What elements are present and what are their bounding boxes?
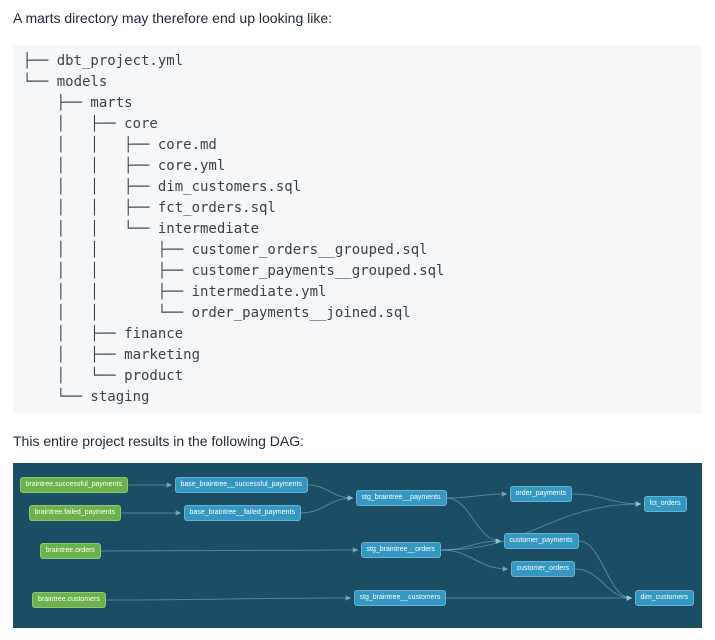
dag-edge-stg_payments-to-customer_payments [446, 497, 502, 544]
dag-node-src_customers: braintree.customers [32, 592, 106, 608]
dag-edge-base_successful_payments-to-stg_payments [307, 484, 354, 501]
tree-line: │ │ ├── fct_orders.sql [23, 200, 276, 216]
dag-node-src_orders: braintree.orders [39, 543, 101, 559]
intro-text: A marts directory may therefore end up l… [13, 10, 333, 26]
dag-image: braintree.successful_payments base_braint… [13, 463, 702, 628]
dag-edge-stg_orders-to-customer_orders [441, 549, 509, 572]
dag-node-stg_customers: stg_braintree__customers [353, 590, 447, 606]
tree-line: │ │ ├── customer_payments__grouped.sql [23, 263, 445, 279]
dag-node-fct_orders: fct_orders [643, 496, 687, 512]
tree-line: │ │ ├── dim_customers.sql [23, 179, 302, 195]
tree-line: │ │ └── order_payments__joined.sql [23, 305, 411, 321]
dag-edge-customer_orders-to-dim_customers [575, 568, 633, 601]
tree-line: │ │ ├── core.md [23, 137, 217, 153]
dag-node-stg_payments: stg_braintree__payments [355, 490, 447, 506]
tree-line: ├── marts [23, 95, 133, 111]
dag-node-src_successful_payments: braintree.successful_payments [19, 477, 128, 493]
dag-node-customer_orders: customer_orders [510, 561, 576, 577]
article-content: A marts directory may therefore end up l… [13, 0, 702, 628]
dag-edge-customer_payments-to-dim_customers [578, 540, 633, 601]
tree-line: │ │ └── intermediate [23, 221, 260, 237]
tree-line: └── models [23, 74, 108, 90]
dag-node-base_successful_payments: base_braintree__successful_payments [174, 477, 308, 493]
tree-line: │ ├── core [23, 116, 158, 132]
dag-node-dim_customers: dim_customers [634, 590, 694, 606]
dag-node-order_payments: order_payments [509, 486, 573, 502]
dag-edge-src_customers-to-stg_customers [105, 595, 352, 601]
dag-edge-group [100, 482, 642, 601]
tree-line: ├── dbt_project.yml [23, 53, 184, 69]
tree-line: │ │ ├── customer_orders__grouped.sql [23, 242, 428, 258]
dag-node-base_failed_payments: base_braintree__failed_payments [183, 505, 301, 521]
dag-node-stg_orders: stg_braintree__orders [360, 542, 441, 558]
tree-line: │ └── product [23, 368, 184, 384]
tree-line: │ │ ├── intermediate.yml [23, 284, 327, 300]
tree-line: │ ├── marketing [23, 347, 201, 363]
directory-tree-code-block: ├── dbt_project.yml └── models ├── marts… [13, 45, 702, 414]
dag-edge-stg_orders-to-customer_payments [441, 538, 502, 551]
tree-line: └── staging [23, 389, 150, 405]
dag-edge-order_payments-to-fct_orders [572, 493, 642, 507]
tree-line: │ │ ├── core.yml [23, 158, 226, 174]
dag-node-src_failed_payments: braintree.failed_payments [28, 505, 122, 521]
dag-caption: This entire project results in the follo… [13, 433, 305, 449]
dag-node-customer_payments: customer_payments [503, 533, 579, 549]
dag-edge-src_orders-to-stg_orders [100, 547, 359, 553]
dag-edges-layer [100, 482, 642, 601]
dag-edge-stg_orders-to-fct_orders [441, 501, 642, 551]
dag-edge-base_failed_payments-to-stg_payments [300, 495, 354, 514]
dag-edge-stg_payments-to-order_payments [446, 491, 508, 499]
tree-line: │ ├── finance [23, 326, 184, 342]
